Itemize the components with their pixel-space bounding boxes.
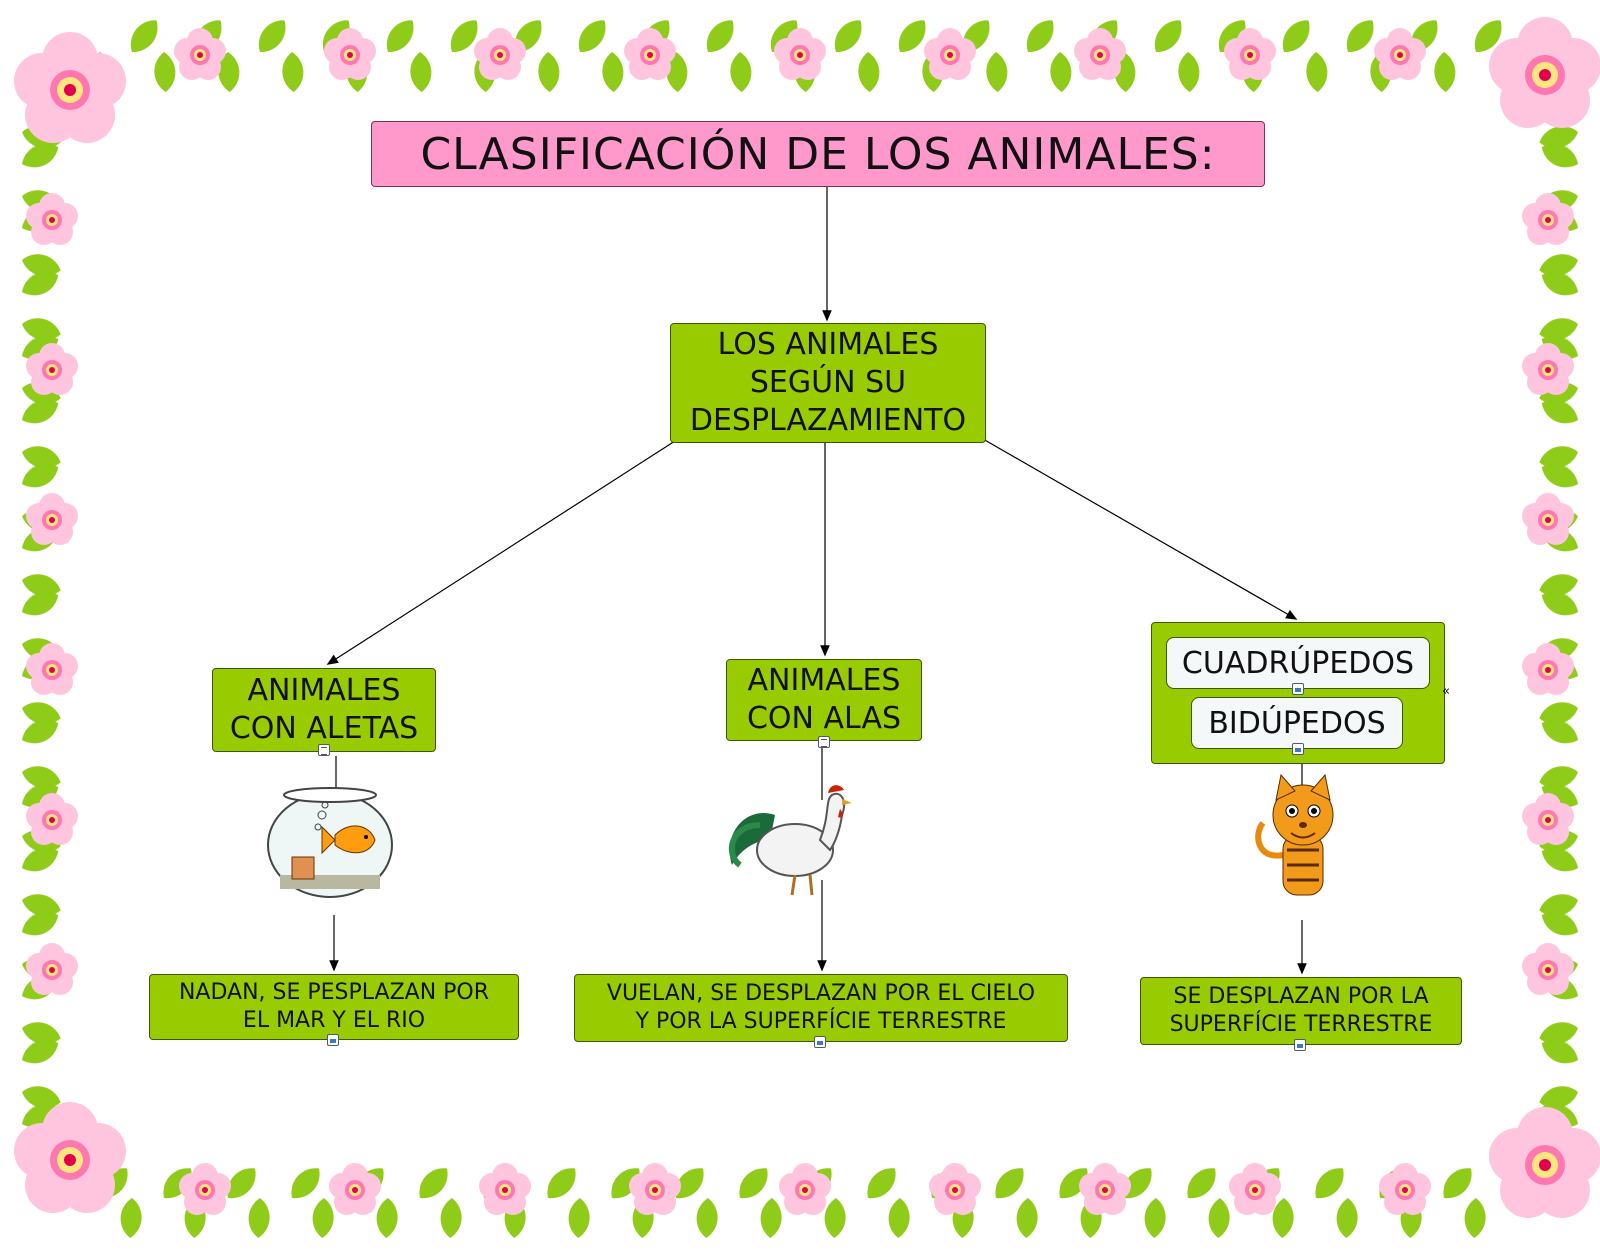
- leaf-decoration: [567, 1197, 591, 1239]
- corner-flower-decoration: [1489, 17, 1600, 128]
- flower-decoration: [624, 28, 676, 80]
- leaf-decoration: [988, 1161, 1031, 1206]
- leaf-decoration: [311, 1197, 335, 1239]
- leaf-decoration: [1335, 1197, 1359, 1239]
- image-icon[interactable]: [1292, 743, 1304, 755]
- flower-decoration: [929, 1163, 981, 1215]
- image-icon[interactable]: [1292, 683, 1304, 695]
- flower-decoration: [1379, 1163, 1431, 1215]
- leaf-decoration: [412, 1161, 455, 1206]
- description-fins[interactable]: NADAN, SE PESPLAZAN POR EL MAR Y EL RIO: [149, 974, 519, 1040]
- leaf-decoration: [1049, 51, 1073, 93]
- concept-bipeds[interactable]: BIDÚPEDOS: [1191, 697, 1403, 749]
- rooster-icon: [728, 785, 852, 896]
- note-icon[interactable]: [318, 744, 330, 756]
- cat-icon: [1255, 773, 1334, 896]
- leaf-decoration: [1433, 51, 1457, 93]
- collapse-icon[interactable]: «: [1442, 684, 1450, 699]
- flower-decoration: [1074, 28, 1126, 80]
- flower-decoration: [1522, 943, 1574, 995]
- note-icon[interactable]: [818, 736, 830, 748]
- leaf-decoration: [759, 1197, 783, 1239]
- connector-line: [982, 438, 1297, 620]
- flower-decoration: [1522, 493, 1574, 545]
- leaf-decoration: [379, 13, 421, 59]
- leaf-decoration: [699, 13, 741, 59]
- leaf-decoration: [860, 1161, 903, 1206]
- leaf-decoration: [540, 1161, 583, 1206]
- leaf-decoration: [857, 51, 881, 93]
- image-icon[interactable]: [814, 1036, 826, 1048]
- image-icon[interactable]: [1294, 1039, 1306, 1051]
- flower-decoration: [479, 1163, 531, 1215]
- description-legs[interactable]: SE DESPLAZAN POR LA SUPERFÍCIE TERRESTRE: [1140, 977, 1462, 1045]
- leaf-decoration: [1019, 13, 1061, 59]
- arrowhead: [822, 310, 832, 322]
- leaf-decoration: [251, 13, 293, 59]
- corner-flower-decoration: [1489, 1107, 1600, 1218]
- leaf-decoration: [281, 51, 305, 93]
- corner-flower-decoration: [14, 32, 126, 143]
- concept-wings[interactable]: ANIMALES CON ALAS: [726, 659, 922, 741]
- arrowhead: [329, 960, 339, 972]
- leaf-decoration: [887, 1197, 911, 1239]
- leaf-decoration: [409, 51, 433, 93]
- image-icon[interactable]: [327, 1034, 339, 1046]
- leaf-decoration: [247, 1197, 271, 1239]
- arrowhead: [820, 645, 830, 657]
- arrowhead: [1285, 609, 1298, 620]
- leaf-decoration: [1177, 51, 1201, 93]
- root-concept[interactable]: LOS ANIMALES SEGÚN SU DESPLAZAMIENTO: [670, 323, 986, 443]
- leaf-decoration: [1015, 1197, 1039, 1239]
- leaf-decoration: [1147, 13, 1189, 59]
- leaf-decoration: [119, 1197, 143, 1239]
- leaf-decoration: [732, 1161, 775, 1206]
- leaf-decoration: [1436, 1161, 1479, 1206]
- leaf-decoration: [537, 51, 561, 93]
- page-title: CLASIFICACIÓN DE LOS ANIMALES:: [371, 121, 1265, 187]
- fishbowl-icon: [267, 787, 393, 898]
- arrowhead: [326, 654, 339, 665]
- leaf-decoration: [284, 1161, 327, 1206]
- description-wings[interactable]: VUELAN, SE DESPLAZAN POR EL CIELO Y POR …: [574, 974, 1068, 1042]
- leaf-decoration: [1305, 51, 1329, 93]
- arrowhead: [817, 960, 827, 972]
- leaf-decoration: [123, 13, 165, 59]
- leaf-decoration: [1463, 1197, 1487, 1239]
- leaf-decoration: [1308, 1161, 1351, 1206]
- concept-fins[interactable]: ANIMALES CON ALETAS: [212, 668, 436, 752]
- leaf-decoration: [571, 13, 613, 59]
- arrowhead: [1297, 963, 1307, 975]
- flower-decoration: [26, 493, 78, 545]
- leaf-decoration: [439, 1197, 463, 1239]
- leaf-decoration: [153, 51, 177, 93]
- flower-decoration: [26, 943, 78, 995]
- leaf-decoration: [827, 13, 869, 59]
- leaf-decoration: [1180, 1161, 1223, 1206]
- leaf-decoration: [1275, 13, 1317, 59]
- leaf-decoration: [695, 1197, 719, 1239]
- leaf-decoration: [985, 51, 1009, 93]
- leaf-decoration: [1143, 1197, 1167, 1239]
- leaf-decoration: [375, 1197, 399, 1239]
- leaf-decoration: [1207, 1197, 1231, 1239]
- leaf-decoration: [601, 51, 625, 93]
- concept-quadrupeds[interactable]: CUADRÚPEDOS: [1166, 637, 1430, 689]
- leaf-decoration: [729, 51, 753, 93]
- connector-line: [327, 440, 676, 665]
- leaf-decoration: [823, 1197, 847, 1239]
